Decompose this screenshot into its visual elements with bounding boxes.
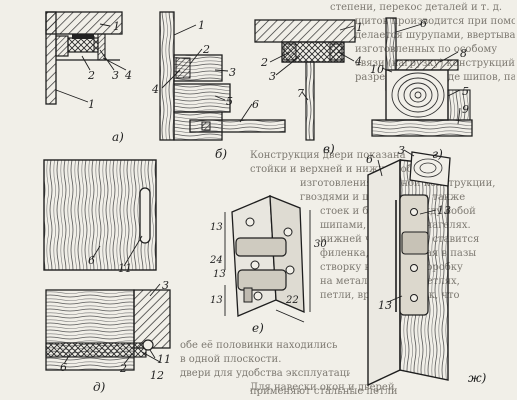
background-text-line: изготовленных по особому xyxy=(355,44,498,55)
panel-d-label-2: 2 xyxy=(120,362,127,375)
panel-zh-post xyxy=(367,151,451,387)
panel-v-label-7: 7 xyxy=(297,87,304,100)
panel-zh-label-13-top: 13 xyxy=(437,204,451,217)
panel-a-label-1: 1 xyxy=(113,20,120,33)
panel-d-section xyxy=(45,289,171,371)
panel-d-door-face xyxy=(43,159,157,271)
panel-g-label-5: 5 xyxy=(462,85,469,98)
panel-g-label-9: 9 xyxy=(462,103,469,116)
panel-b-label-1: 1 xyxy=(198,19,205,32)
panel-b-label-3: 3 xyxy=(229,66,236,79)
panel-a-label-1b: 1 xyxy=(88,98,95,111)
background-text-line: стойки и верхней и нижней обвязки xyxy=(250,164,443,175)
panel-g-label-6: 6 xyxy=(420,17,427,30)
panel-e-dim-30: 30 xyxy=(314,239,327,250)
panel-d-caption: д) xyxy=(93,380,106,394)
panel-e-dim-13-mid: 13 xyxy=(213,269,226,280)
log-end-grain-rings xyxy=(391,72,445,118)
background-text-line: обе её половинки находились xyxy=(180,340,338,351)
panel-b-label-4: 4 xyxy=(152,83,159,96)
background-text-line: делается шурупами, ввертывае- xyxy=(355,30,515,41)
panel-zh-caption: ж) xyxy=(468,371,487,385)
panel-v-label-4: 4 xyxy=(355,55,362,68)
panel-g-caption: г) xyxy=(432,147,443,161)
panel-zh-label-6: 6 xyxy=(366,153,373,166)
panel-e-dim-22: 22 xyxy=(286,295,299,306)
panel-g-label-8: 8 xyxy=(460,47,467,60)
panel-e-dim-13-bottom: 13 xyxy=(210,295,223,306)
panel-d-label-6b: 6 xyxy=(60,361,67,374)
panel-v-caption: в) xyxy=(323,142,335,156)
background-text-line: применяют стальные петли xyxy=(250,386,398,397)
panel-b-label-2: 2 xyxy=(203,43,210,56)
panel-e-hinge xyxy=(224,195,311,323)
panel-d-label-11b: 11 xyxy=(157,353,171,366)
panel-v-label-3: 3 xyxy=(269,70,276,83)
panel-g-label-10: 10 xyxy=(370,63,384,76)
panel-e-dim-24: 24 xyxy=(210,255,223,266)
panel-zh-label-13-bottom: 13 xyxy=(378,299,392,312)
panel-a-drawing xyxy=(45,11,123,105)
panel-e-caption: е) xyxy=(252,321,264,335)
panel-a-caption: а) xyxy=(112,130,124,144)
background-text-line: двери для удобства эксплуатации xyxy=(180,368,350,379)
panel-zh-label-3: 3 xyxy=(398,144,405,157)
panel-a-label-2: 2 xyxy=(88,69,95,82)
panel-b-caption: б) xyxy=(215,147,228,161)
background-text-line: в одной плоскости. xyxy=(180,354,282,365)
panel-g-drawing xyxy=(371,17,473,137)
panel-d-label-11: 11 xyxy=(118,262,132,275)
background-text-line: щитов производится при помощи xyxy=(355,16,515,27)
background-text-line: Конструкция двери показана xyxy=(250,150,406,161)
panel-a-label-4: 4 xyxy=(125,69,132,82)
panel-b-label-6: 6 xyxy=(252,98,259,111)
background-text-line: Для навески окон и дверей xyxy=(250,382,395,393)
panel-d-label-6: 6 xyxy=(88,254,95,267)
panel-d-label-12: 12 xyxy=(150,369,164,382)
panel-e-dim-13-top: 13 xyxy=(210,222,223,233)
panel-a-label-3: 3 xyxy=(112,69,119,82)
panel-v-label-2: 2 xyxy=(261,56,268,69)
panel-v-label-1: 1 xyxy=(356,21,363,34)
background-text-line: степени, перекос деталей и т. д. xyxy=(330,2,503,13)
panel-d-label-3: 3 xyxy=(162,279,169,292)
panel-b-label-5: 5 xyxy=(226,95,233,108)
